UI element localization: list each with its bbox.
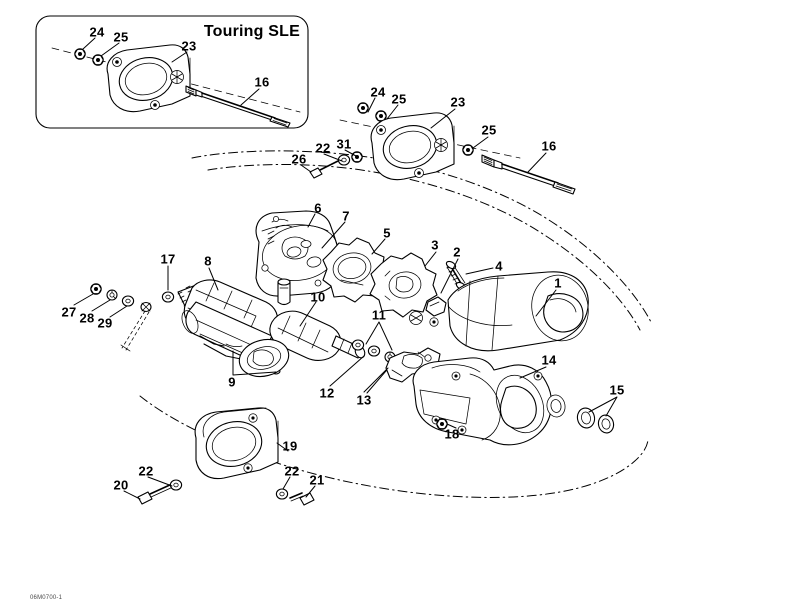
end-cover-assembly	[255, 210, 388, 306]
sheet-code: 06M0700-1	[30, 595, 63, 601]
upper-region-boundary	[191, 150, 653, 325]
callout-7: 7	[342, 208, 350, 224]
callout-19: 19	[282, 438, 298, 454]
callout-24-inset: 24	[89, 24, 105, 40]
callout-28: 28	[79, 310, 95, 326]
callout-15: 15	[609, 382, 625, 398]
callout-18: 18	[444, 426, 460, 442]
callout-23: 23	[450, 94, 466, 110]
callout-20: 20	[113, 477, 129, 493]
callout-16-inset: 16	[254, 74, 270, 90]
drive-housing-assembly	[363, 347, 618, 446]
callout-1: 1	[554, 275, 562, 291]
callout-2: 2	[453, 244, 461, 260]
callout-24: 24	[370, 84, 386, 100]
inset-title: Touring SLE	[203, 23, 300, 40]
callout-13: 13	[356, 392, 372, 408]
callout-31: 31	[336, 136, 352, 152]
callout-6: 6	[314, 200, 322, 216]
callout-25-lower: 25	[481, 122, 497, 138]
callout-27: 27	[61, 304, 77, 320]
callout-16: 16	[541, 138, 557, 154]
main-drive-housing-group	[300, 97, 576, 195]
starter-motor-assembly	[161, 265, 396, 394]
retainer-bolt-group	[309, 151, 363, 179]
mounting-plate-group	[123, 407, 316, 506]
fastener-hardware-group	[73, 283, 152, 352]
callout-23-inset: 23	[181, 38, 197, 54]
callout-5: 5	[383, 225, 391, 241]
inset-drive-housing	[106, 44, 191, 113]
field-coil-group	[369, 251, 589, 352]
callout-14: 14	[541, 352, 557, 368]
callout-22-right: 22	[284, 463, 300, 479]
callout-9: 9	[228, 374, 236, 390]
callout-22-upper: 22	[315, 140, 331, 156]
callout-12: 12	[319, 385, 335, 401]
stud	[120, 301, 152, 352]
callout-3: 3	[431, 237, 439, 253]
callout-25-upper: 25	[391, 91, 407, 107]
callout-22-left: 22	[138, 463, 154, 479]
main-long-bolt	[481, 154, 576, 195]
inset-panel	[35, 15, 309, 129]
callout-10: 10	[310, 289, 326, 305]
callout-25-inset: 25	[113, 29, 129, 45]
callout-4: 4	[495, 258, 503, 274]
callout-21: 21	[309, 472, 325, 488]
callout-26: 26	[291, 151, 307, 167]
callout-8: 8	[204, 253, 212, 269]
inset-long-bolt	[185, 85, 291, 128]
callout-11: 11	[371, 307, 387, 323]
callout-17: 17	[160, 251, 176, 267]
callout-29: 29	[97, 315, 113, 331]
